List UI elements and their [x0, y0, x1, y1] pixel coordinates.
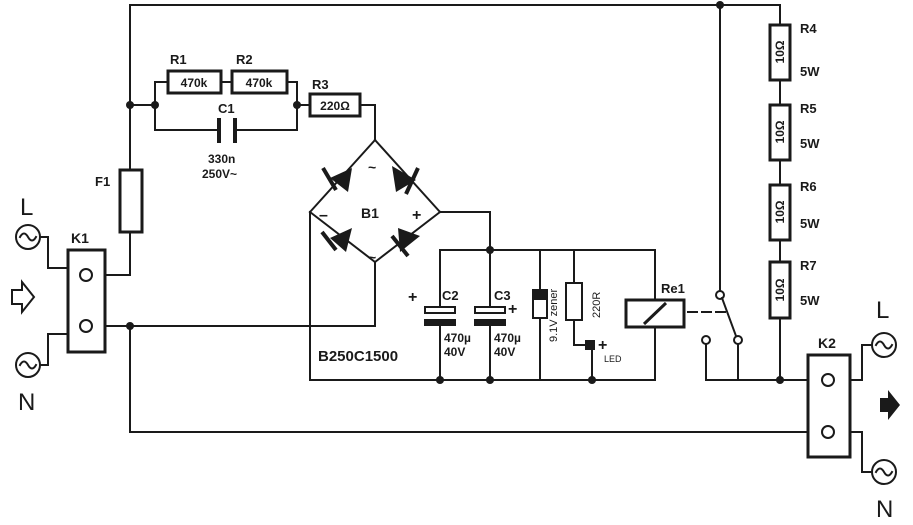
r3-value: 220Ω	[320, 99, 350, 113]
r6-wattage: 5W	[800, 216, 820, 231]
c3-plus: +	[508, 301, 517, 318]
k1-label: K1	[71, 230, 89, 246]
relay-re1	[624, 298, 686, 329]
b1-label: B1	[361, 205, 379, 221]
led	[585, 340, 595, 350]
r5-label: R5	[800, 101, 817, 116]
bridge-plus: +	[412, 207, 421, 224]
label-n-out: N	[876, 496, 893, 523]
terminal-block-k2	[806, 353, 852, 459]
c1-voltage: 250V~	[202, 167, 237, 181]
resistor-r3	[308, 92, 362, 118]
capacitor-c1	[217, 118, 237, 143]
r1-label: R1	[170, 52, 187, 67]
led-plus: +	[598, 337, 607, 354]
fuse-f1	[118, 168, 144, 234]
c3-value: 470µ	[494, 331, 521, 345]
r7-wattage: 5W	[800, 293, 820, 308]
r1-value: 470k	[181, 76, 208, 90]
capacitor-c2	[424, 306, 456, 326]
r6-value: 10Ω	[773, 200, 787, 223]
c2-value: 470µ	[444, 331, 471, 345]
ac-source-n-in-icon	[15, 352, 41, 378]
c1-value: 330n	[208, 152, 235, 166]
led-label: LED	[604, 354, 622, 364]
zener-diode	[532, 289, 548, 319]
c1-label: C1	[218, 101, 235, 116]
re1-label: Re1	[661, 281, 685, 296]
resistor-r2	[230, 69, 289, 95]
c3-label: C3	[494, 288, 511, 303]
relay-switch	[701, 290, 743, 345]
c2-voltage: 40V	[444, 345, 465, 359]
r4-wattage: 5W	[800, 64, 820, 79]
c2-label: C2	[442, 288, 459, 303]
ac-source-l-out-icon	[871, 332, 897, 358]
label-l-out: L	[876, 297, 889, 324]
wires	[39, 4, 873, 473]
r6-label: R6	[800, 179, 817, 194]
r5-value: 10Ω	[773, 120, 787, 143]
bridge-rectifier-b1	[308, 138, 442, 264]
ac-source-n-out-icon	[871, 459, 897, 485]
resistor-r7	[768, 260, 792, 320]
resistor-220r	[565, 282, 583, 321]
bridge-ac-bottom: ~	[368, 249, 376, 265]
capacitor-c3	[474, 306, 506, 326]
terminal-block-k1	[66, 248, 107, 354]
resistor-r4	[768, 23, 792, 82]
zener-value: 9.1V zener	[548, 288, 560, 342]
r2-value: 470k	[246, 76, 273, 90]
c2-plus: +	[408, 289, 417, 306]
output-arrow-icon	[880, 390, 900, 420]
r2-label: R2	[236, 52, 253, 67]
resistor-r6	[768, 183, 792, 242]
k2-label: K2	[818, 335, 836, 351]
input-arrow-icon	[11, 279, 36, 315]
resistor-r1	[166, 69, 223, 95]
f1-label: F1	[95, 174, 110, 189]
bridge-part-number: B250C1500	[318, 348, 398, 365]
bridge-ac-top: ~	[368, 159, 376, 175]
label-n-in: N	[18, 389, 35, 416]
junction-dots	[126, 1, 784, 384]
bridge-minus: –	[319, 207, 328, 224]
r7-value: 10Ω	[773, 278, 787, 301]
resistor-r5	[768, 103, 792, 162]
r5-wattage: 5W	[800, 136, 820, 151]
label-l-in: L	[20, 194, 33, 221]
r7-label: R7	[800, 258, 817, 273]
r3-label: R3	[312, 77, 329, 92]
r4-value: 10Ω	[773, 40, 787, 63]
ac-source-l-in-icon	[15, 224, 41, 250]
r220-value: 220R	[591, 292, 603, 318]
r4-label: R4	[800, 21, 817, 36]
c3-voltage: 40V	[494, 345, 515, 359]
